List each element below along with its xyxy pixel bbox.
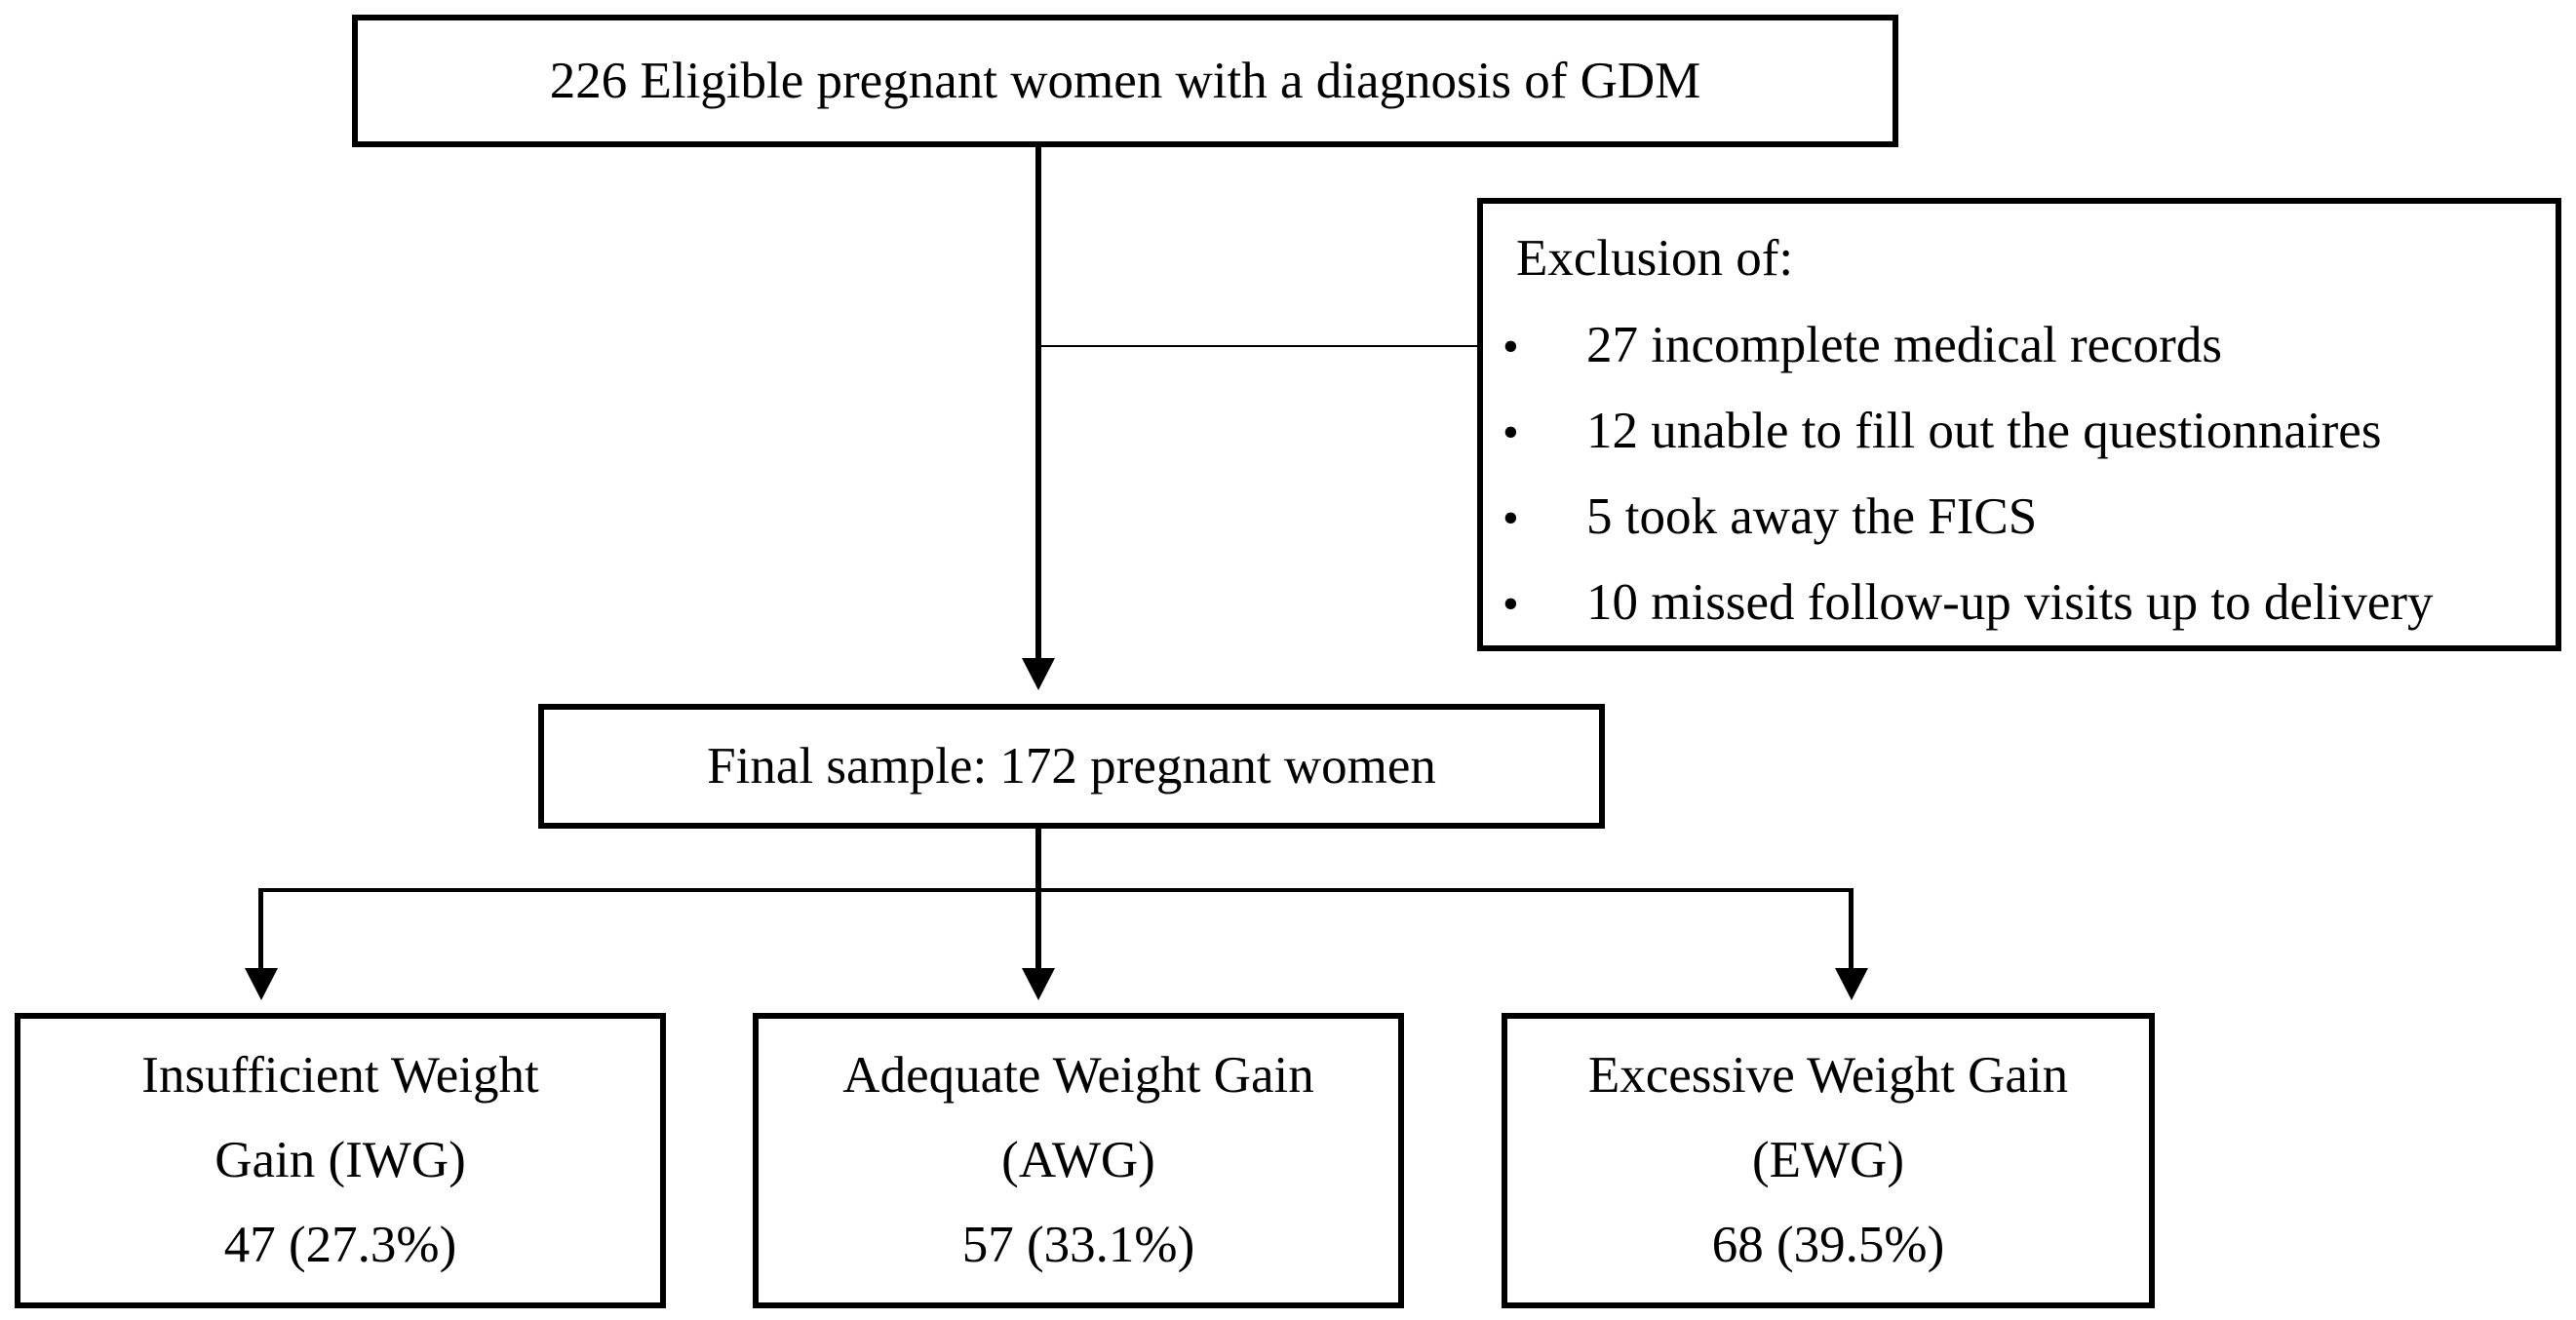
exclusion-title: Exclusion of: (1516, 230, 1794, 287)
final-sample-box: Final sample: 172 pregnant women (538, 704, 1605, 829)
arrowhead-down-icon (1022, 968, 1055, 1000)
enrollment-box: 226 Eligible pregnant women with a diagn… (352, 15, 1898, 147)
exclusion-item: • 5 took away the FICS (1503, 475, 2556, 561)
outcome-abbreviation: Gain (IWG) (215, 1132, 466, 1188)
connector-enrollment-to-final (1035, 147, 1041, 658)
enrollment-text: 226 Eligible pregnant women with a diagn… (549, 52, 1701, 109)
exclusion-box: Exclusion of: • 27 incomplete medical rec… (1477, 198, 2561, 651)
exclusion-item: • 10 missed follow-up visits up to delive… (1503, 561, 2556, 646)
outcome-label: Adequate Weight Gain (842, 1047, 1314, 1104)
connector-distribution-bar (258, 888, 1854, 892)
exclusion-item: • 27 incomplete medical records (1503, 303, 2556, 389)
exclusion-item-text: 27 incomplete medical records (1586, 317, 2222, 373)
bullet-icon: • (1503, 407, 1519, 458)
connector-final-to-outcomes (1035, 829, 1041, 968)
outcome-abbreviation: (EWG) (1752, 1132, 1904, 1188)
exclusion-list: • 27 incomplete medical records • 12 unabl… (1483, 303, 2556, 646)
connector-to-iwg (258, 888, 263, 968)
connector-to-ewg (1849, 888, 1854, 968)
exclusion-item: • 12 unable to fill out the questionnaire… (1503, 389, 2556, 475)
outcome-label: Insufficient Weight (141, 1047, 539, 1104)
arrowhead-down-icon (245, 968, 278, 1000)
outcome-box-ewg: Excessive Weight Gain (EWG) 68 (39.5%) (1502, 1013, 2155, 1308)
outcome-box-awg: Adequate Weight Gain (AWG) 57 (33.1%) (753, 1013, 1404, 1308)
exclusion-item-text: 12 unable to fill out the questionnaires (1586, 403, 2382, 459)
final-sample-text: Final sample: 172 pregnant women (707, 737, 1436, 795)
outcome-box-iwg: Insufficient Weight Gain (IWG) 47 (27.3%… (15, 1013, 666, 1308)
arrowhead-down-icon (1022, 658, 1055, 690)
exclusion-item-text: 10 missed follow-up visits up to deliver… (1586, 574, 2434, 631)
bullet-icon: • (1503, 321, 1519, 372)
outcome-count: 47 (27.3%) (223, 1217, 457, 1273)
arrowhead-down-icon (1835, 968, 1868, 1000)
connector-to-exclusion (1038, 345, 1477, 347)
outcome-abbreviation: (AWG) (1001, 1132, 1155, 1188)
bullet-icon: • (1503, 492, 1519, 544)
exclusion-item-text: 5 took away the FICS (1586, 488, 2038, 545)
outcome-label: Excessive Weight Gain (1587, 1047, 2069, 1104)
bullet-icon: • (1503, 578, 1519, 630)
outcome-count: 57 (33.1%) (961, 1217, 1195, 1273)
outcome-count: 68 (39.5%) (1711, 1217, 1945, 1273)
